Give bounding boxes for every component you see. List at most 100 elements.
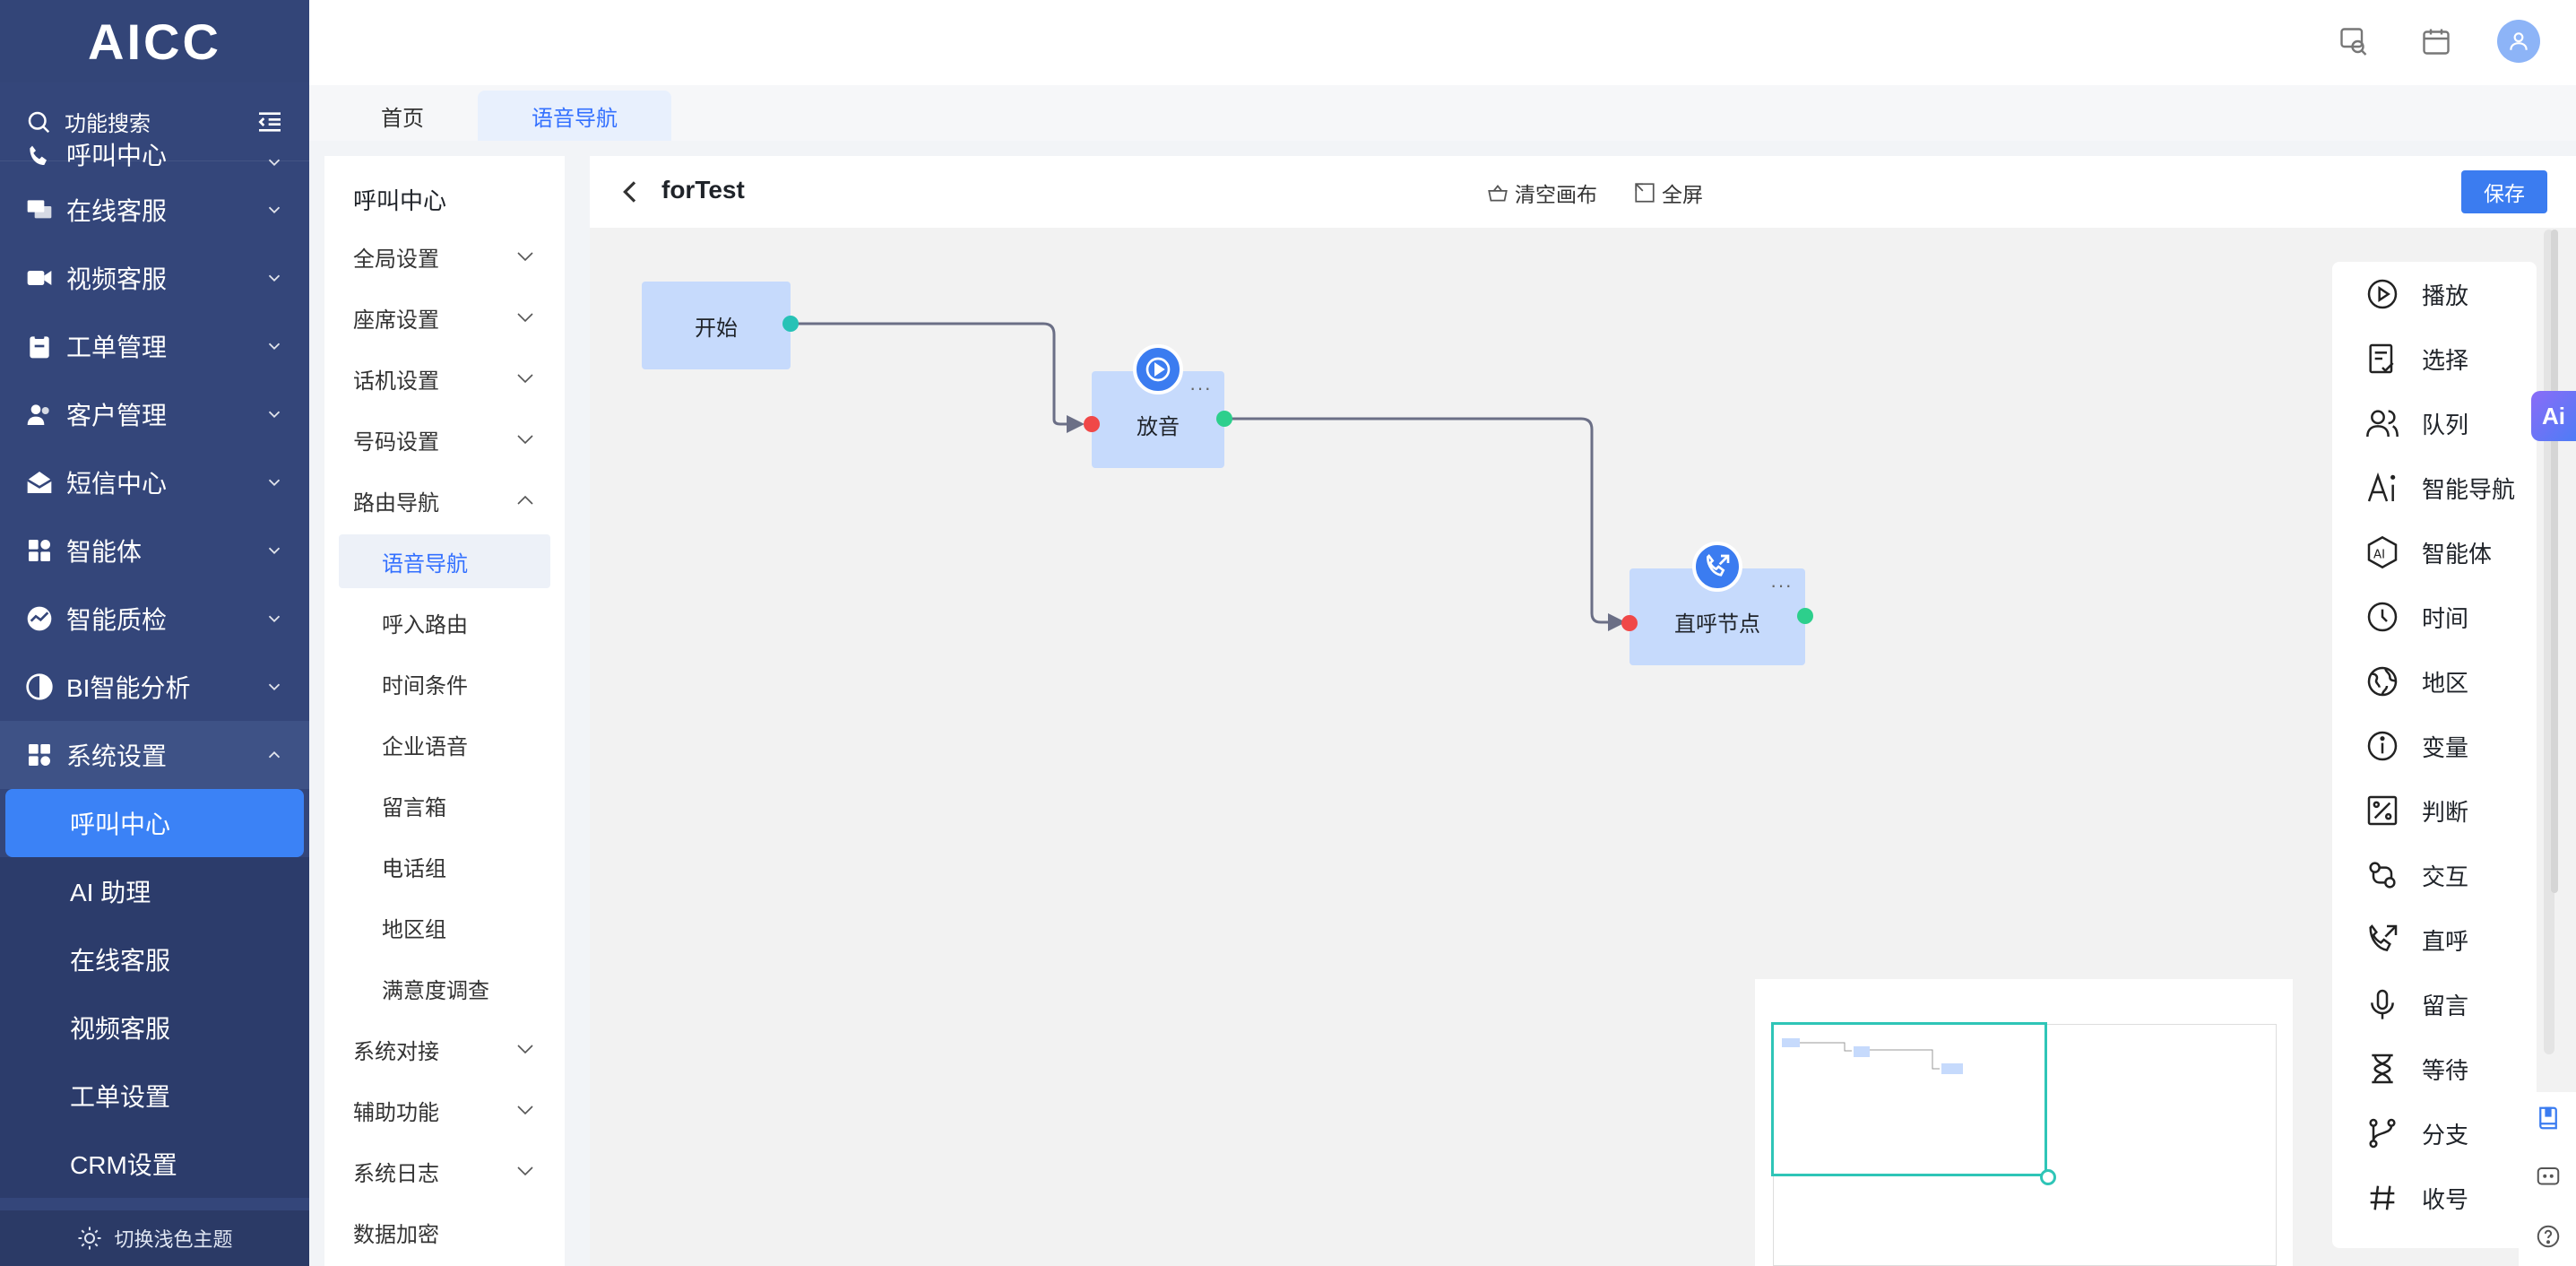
- subnav-time-condition[interactable]: 时间条件: [382, 673, 468, 698]
- subnav-global-settings[interactable]: 全局设置: [324, 226, 565, 287]
- subnav-voice-navigation[interactable]: 语音导航: [339, 534, 550, 588]
- user-avatar[interactable]: [2497, 20, 2540, 63]
- subnav-seat-settings[interactable]: 座席设置: [324, 287, 565, 348]
- menu-item-customer[interactable]: 客户管理: [0, 380, 309, 448]
- subnav-phone-settings[interactable]: 话机设置: [324, 348, 565, 409]
- help-icon[interactable]: [2535, 1223, 2562, 1250]
- submenu-crm-settings[interactable]: CRM设置: [0, 1130, 309, 1198]
- tool-collect-digits[interactable]: 收号: [2332, 1166, 2537, 1230]
- menu-item-call-center[interactable]: 呼叫中心: [0, 134, 309, 176]
- subnav-data-encryption[interactable]: 数据加密: [324, 1201, 565, 1262]
- tool-branch[interactable]: 分支: [2332, 1101, 2537, 1166]
- minimap-resize-handle[interactable]: [2040, 1169, 2056, 1185]
- collapse-menu-icon[interactable]: [255, 108, 284, 136]
- minimap-viewport[interactable]: [1771, 1022, 2047, 1176]
- back-arrow-icon[interactable]: [617, 178, 645, 206]
- floating-side-tools: [2519, 1092, 2576, 1266]
- subnav-number-settings[interactable]: 号码设置: [324, 409, 565, 470]
- fullscreen-button[interactable]: 全屏: [1633, 178, 1703, 208]
- node-input-port[interactable]: [1084, 416, 1100, 432]
- tool-select[interactable]: 选择: [2332, 326, 2537, 391]
- subnav-satisfaction-survey[interactable]: 满意度调查: [382, 978, 489, 1003]
- node-output-port[interactable]: [1797, 608, 1813, 624]
- chevron-down-icon: [268, 683, 281, 691]
- submenu-online-service[interactable]: 在线客服: [0, 925, 309, 993]
- function-search[interactable]: 功能搜索: [0, 82, 309, 161]
- submenu-ticket-settings[interactable]: 工单设置: [0, 1062, 309, 1130]
- subnav-region-group[interactable]: 地区组: [382, 917, 446, 942]
- info-circle-icon: [2367, 731, 2398, 761]
- submenu-call-center[interactable]: 呼叫中心: [5, 789, 304, 857]
- branch-icon: [2369, 1118, 2396, 1149]
- queue-users-icon: [2366, 410, 2399, 438]
- node-output-port[interactable]: [782, 316, 799, 332]
- menu-item-agent[interactable]: 智能体: [0, 516, 309, 585]
- tool-voicemail[interactable]: 留言: [2332, 972, 2537, 1036]
- subnav-voicemail[interactable]: 留言箱: [382, 795, 446, 820]
- tool-smart-navigation[interactable]: 智能导航: [2332, 455, 2537, 520]
- tool-time[interactable]: 时间: [2332, 585, 2537, 649]
- tool-region[interactable]: 地区: [2332, 649, 2537, 714]
- menu-item-system-settings[interactable]: 系统设置: [0, 721, 309, 789]
- subnav-auxiliary[interactable]: 辅助功能: [324, 1080, 565, 1140]
- tool-agent[interactable]: AI 智能体: [2332, 520, 2537, 585]
- clear-canvas-button[interactable]: 清空画布: [1486, 178, 1597, 208]
- calendar-icon[interactable]: [2420, 25, 2452, 57]
- book-icon[interactable]: [2535, 1105, 2562, 1132]
- flow-node-direct-call[interactable]: ··· 直呼节点: [1621, 542, 1813, 665]
- theme-switch[interactable]: 切换浅色主题: [0, 1210, 309, 1266]
- subnav-inbound-route[interactable]: 呼入路由: [382, 612, 468, 637]
- minimap[interactable]: [1755, 979, 2293, 1266]
- node-label: 开始: [695, 316, 738, 341]
- node-output-port[interactable]: [1216, 411, 1232, 427]
- tool-play[interactable]: 播放: [2332, 262, 2537, 326]
- phone-outgoing-icon: [1706, 553, 1730, 577]
- flow-node-start[interactable]: 开始: [642, 282, 799, 369]
- chat-icon: [27, 200, 52, 219]
- menu-item-sms[interactable]: 短信中心: [0, 448, 309, 516]
- chevron-down-icon: [268, 274, 281, 282]
- submenu-ai-assistant[interactable]: AI 助理: [0, 857, 309, 925]
- flow-canvas[interactable]: 开始 ··· 放音 ··· 直呼节点: [590, 228, 2576, 1266]
- tool-direct-call[interactable]: 直呼: [2332, 907, 2537, 972]
- tool-label: 选择: [2422, 346, 2469, 374]
- edge-play-to-direct[interactable]: [1224, 417, 1615, 624]
- tool-wait[interactable]: 等待: [2332, 1036, 2537, 1101]
- subnav-enterprise-voice[interactable]: 企业语音: [382, 734, 468, 759]
- grid-icon: [29, 540, 50, 561]
- subnav-route-navigation[interactable]: 路由导航: [324, 470, 565, 531]
- submenu-video-service[interactable]: 视频客服: [0, 993, 309, 1062]
- menu-item-video-service[interactable]: 视频客服: [0, 244, 309, 312]
- chevron-up-icon: [268, 750, 281, 759]
- subnav-system-integration[interactable]: 系统对接: [324, 1019, 565, 1080]
- subnav-system-log[interactable]: 系统日志: [324, 1140, 565, 1201]
- ai-assistant-float-button[interactable]: Ai: [2531, 391, 2576, 441]
- menu-label: 短信中心: [66, 470, 168, 498]
- node-more-menu[interactable]: ···: [1770, 574, 1793, 596]
- tool-label: 直呼: [2422, 927, 2469, 955]
- edge-start-to-play[interactable]: [791, 322, 1076, 426]
- flow-node-play[interactable]: ··· 放音: [1084, 344, 1232, 468]
- tool-variable[interactable]: 变量: [2332, 714, 2537, 778]
- menu-item-quality[interactable]: 智能质检: [0, 585, 309, 653]
- tab-voice-navigation[interactable]: 语音导航: [478, 91, 671, 141]
- menu-label: 视频客服: [66, 265, 168, 293]
- tool-interact[interactable]: 交互: [2332, 843, 2537, 907]
- chat-bubble-icon[interactable]: [2535, 1164, 2562, 1191]
- node-more-menu[interactable]: ···: [1189, 377, 1212, 399]
- menu-item-bi[interactable]: BI智能分析: [0, 653, 309, 721]
- tab-home[interactable]: 首页: [381, 106, 424, 131]
- tool-queue[interactable]: 队列: [2332, 391, 2537, 455]
- save-button[interactable]: 保存: [2461, 170, 2547, 213]
- tool-label: 智能体: [2422, 540, 2493, 568]
- menu-item-ticket[interactable]: 工单管理: [0, 312, 309, 380]
- canvas-scrollbar-thumb[interactable]: [2551, 230, 2558, 893]
- menu-label: 工单管理: [66, 334, 168, 361]
- tool-judge[interactable]: 判断: [2332, 778, 2537, 843]
- search-icon: [28, 111, 50, 133]
- node-input-port[interactable]: [1621, 615, 1638, 631]
- message-search-icon[interactable]: [2338, 25, 2370, 57]
- subnav-phone-group[interactable]: 电话组: [382, 856, 446, 881]
- menu-label: 系统设置: [66, 742, 168, 770]
- menu-item-online-service[interactable]: 在线客服: [0, 176, 309, 244]
